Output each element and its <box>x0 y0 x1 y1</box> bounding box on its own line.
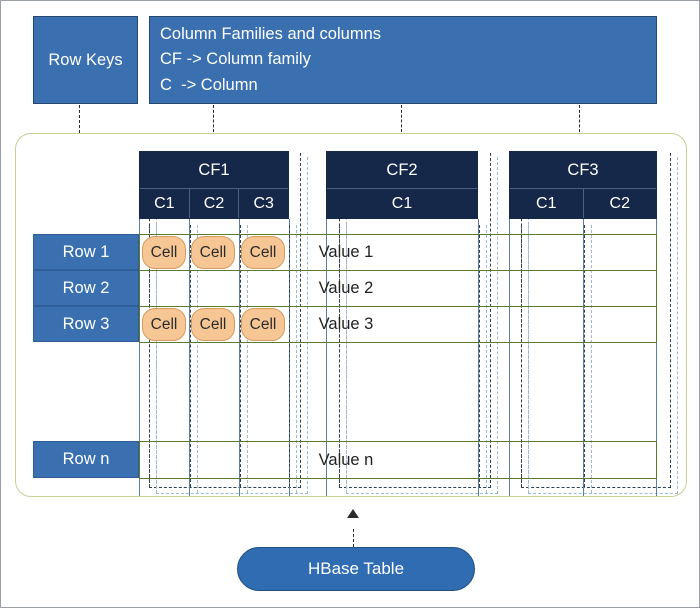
cf3-columns: C1 C2 <box>510 189 656 218</box>
cf3-c1-marker <box>521 225 522 487</box>
cf1-c1-marker-secondary <box>156 225 157 493</box>
cf2-c1-marker-secondary <box>346 225 347 493</box>
cf3-title: CF3 <box>510 152 656 189</box>
grid-line-cf2-start <box>326 219 327 496</box>
grid-line-cf1-c1-c2 <box>189 219 190 496</box>
table-row: Value 3 <box>139 306 657 343</box>
cf2-end-marker-secondary <box>486 225 487 493</box>
hbase-table-arrow-head <box>347 509 359 518</box>
cell-row1-cf1-c1: Cell <box>142 236 186 269</box>
cf3-arrow-line <box>579 105 580 137</box>
cf3-column-c2: C2 <box>582 189 657 218</box>
cf2-title: CF2 <box>327 152 477 189</box>
cf1-c2-marker <box>190 225 191 487</box>
cell-row1-cf1-c3: Cell <box>241 236 285 269</box>
cf3-c1-marker-secondary <box>528 225 529 493</box>
cf2-c1-marker <box>339 225 340 487</box>
grid-line-right-edge <box>656 219 657 496</box>
legend-line-3: C -> Column <box>160 75 258 94</box>
cf1-c1-marker <box>149 225 150 487</box>
cf2-columns: C1 <box>327 189 477 218</box>
cf3-column-c1: C1 <box>536 194 557 212</box>
grid-line-cf2-end <box>478 219 479 496</box>
row-3-value: Value 3 <box>318 315 374 333</box>
cf1-end-marker-secondary <box>296 225 297 493</box>
row-2-value: Value 2 <box>318 279 374 297</box>
cf1-columns: C1 C2 C3 <box>140 189 288 218</box>
cf3-c2-marker-secondary <box>591 225 592 493</box>
row-2-label: Row 2 <box>62 278 110 297</box>
cf1-column-c3: C3 <box>238 189 288 218</box>
legend-line-1: Column Families and columns <box>160 25 382 44</box>
cf1-title: CF1 <box>140 152 288 189</box>
table-row: Value n <box>139 441 657 479</box>
cf1-column-c2: C2 <box>188 189 239 218</box>
cf1-c2-marker-secondary <box>197 225 198 493</box>
column-family-header-cf1: CF1 C1 C2 C3 <box>139 151 289 219</box>
table-row: Value 2 <box>139 270 657 307</box>
cf1-column-c1: C1 <box>154 194 175 212</box>
cf1-arrow-line <box>213 105 214 137</box>
cf1-c3-marker-secondary <box>247 225 248 493</box>
cell-row3-cf1-c2: Cell <box>191 308 235 341</box>
cf2-end-marker <box>479 225 480 487</box>
column-family-header-cf2: CF2 C1 <box>326 151 478 219</box>
row-label-row-n: Row n <box>33 441 139 478</box>
row-1-value: Value 1 <box>318 243 374 261</box>
cell-row1-cf1-c2: Cell <box>191 236 235 269</box>
row-keys-legend-box: Row Keys <box>33 16 138 104</box>
row-n-value: Value n <box>318 450 374 469</box>
cf3-c2-marker <box>584 225 585 487</box>
hbase-table-caption: HBase Table <box>237 547 475 591</box>
column-family-header-cf3: CF3 C1 C2 <box>509 151 657 219</box>
cell-row3-cf1-c1: Cell <box>142 308 186 341</box>
cf2-arrow-line <box>401 105 402 137</box>
row-n-label: Row n <box>62 450 110 468</box>
hbase-table-arrow-line <box>353 529 354 557</box>
cf2-column-c1: C1 <box>391 194 413 212</box>
legend-line-2: CF -> Column family <box>160 50 311 69</box>
grid-line-cf1-c2-c3 <box>239 219 240 496</box>
hbase-table-label: HBase Table <box>307 559 405 578</box>
cell-row3-cf1-c3: Cell <box>241 308 285 341</box>
row-3-label: Row 3 <box>62 314 110 333</box>
row-keys-label: Row Keys <box>48 50 123 69</box>
row-label-row-1: Row 1 <box>33 234 139 270</box>
grid-line-cf3-c1-c2 <box>583 219 584 496</box>
cf1-c3-marker <box>240 225 241 487</box>
row-1-label: Row 1 <box>62 242 110 261</box>
row-label-row-2: Row 2 <box>33 270 139 306</box>
column-families-legend-box: Column Families and columns CF -> Column… <box>149 16 657 104</box>
grid-line-left-edge <box>139 219 140 496</box>
row-label-row-3: Row 3 <box>33 306 139 342</box>
cf1-end-marker <box>289 225 290 487</box>
grid-line-cf3-start <box>509 219 510 496</box>
